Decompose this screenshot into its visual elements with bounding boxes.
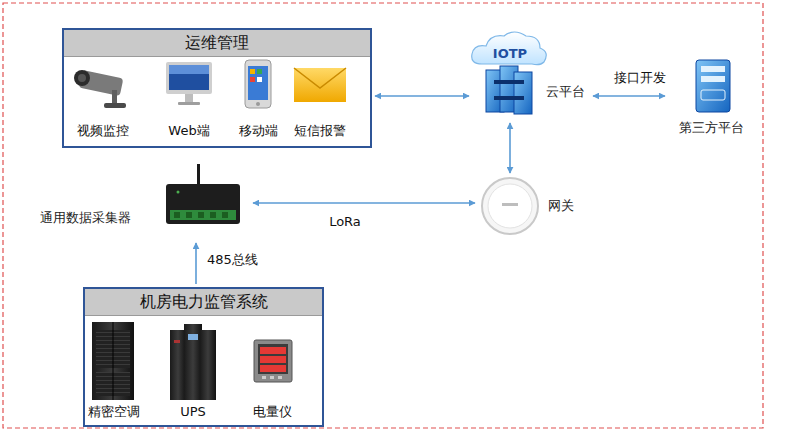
third-party-platform: 第三方平台 (668, 58, 754, 140)
power-meter-icon-part (260, 365, 286, 372)
connector-arrow (375, 95, 469, 97)
group-title: 机房电力监管系统 (85, 289, 322, 316)
icon-caption: UPS (180, 404, 206, 420)
phone-icon-part (250, 69, 255, 74)
gateway: 网关 (478, 176, 578, 234)
phone-icon-part (245, 60, 271, 108)
connector-arrow (593, 95, 665, 97)
ups-icon-part (188, 334, 198, 340)
power-meter-icon-part (260, 356, 286, 363)
phone-icon-part (256, 102, 260, 106)
power-meter-icon-part (278, 376, 282, 379)
ups-icon-part (174, 340, 180, 343)
ups-icon (170, 324, 216, 400)
rack-server-icon (696, 60, 730, 112)
group-box: 机房电力监管系统 (83, 287, 324, 427)
ups-icon-part (170, 330, 186, 400)
cloud-platform: IOTP 云平台 (472, 38, 590, 120)
server-stack-icon-part (494, 96, 524, 100)
rack-server-icon-part (701, 66, 725, 72)
air-conditioner-icon-part (92, 322, 134, 400)
power-meter-icon-part (270, 376, 274, 379)
monitor-icon-part (169, 65, 209, 74)
collector-icon-part (186, 212, 192, 218)
dashed-border (3, 3, 763, 428)
group-box: 运维管理 (62, 28, 372, 148)
power-meter-icon-part (262, 376, 266, 379)
device-label: 通用数据采集器 (40, 210, 131, 226)
phone-icon-part (248, 66, 268, 100)
collector-icon-part (197, 164, 200, 186)
envelope-icon (294, 68, 346, 102)
icon-caption: 移动端 (239, 123, 278, 139)
power-meter-icon-part (258, 344, 288, 374)
rack-server-icon-part (701, 76, 725, 82)
connector-arrow (253, 202, 475, 204)
cloud-label: IOTP (493, 46, 527, 62)
edge-label: LoRa (327, 214, 363, 230)
connector-arrow (195, 243, 197, 284)
platform-label: 第三方平台 (679, 120, 744, 136)
phone-icon-part (257, 77, 262, 82)
phone-icon (245, 60, 271, 108)
icon-caption: 精密空调 (88, 404, 140, 420)
connector-arrow (509, 123, 511, 173)
rack-server-icon-part (701, 90, 725, 100)
collector-icon-part (166, 184, 240, 224)
group-title: 运维管理 (64, 30, 370, 57)
envelope-icon-part (294, 68, 346, 102)
icon-caption: 短信报警 (294, 123, 346, 139)
gateway-icon-part (502, 203, 518, 206)
icon-caption: Web端 (168, 123, 209, 139)
envelope-icon-part (294, 68, 346, 88)
server-stack-icon-part (514, 72, 532, 114)
gateway-icon-part (488, 184, 532, 228)
power-meter-icon (254, 340, 292, 382)
camera-icon-part (74, 70, 90, 86)
gateway-icon-part (482, 178, 538, 234)
air-conditioner-icon-part (113, 322, 114, 400)
monitor-icon-part (169, 65, 209, 90)
camera-icon (74, 70, 126, 108)
power-meter-icon-part (260, 347, 286, 354)
air-conditioner-icon (92, 322, 134, 400)
collector-icon-part (210, 212, 216, 218)
camera-icon-part (112, 90, 117, 104)
collector-icon (166, 164, 240, 224)
camera-icon-part (104, 103, 126, 108)
collector-icon-part (198, 212, 204, 218)
collector-icon-part (174, 212, 180, 218)
collector-icon-part (170, 210, 236, 220)
server-stack-icon (486, 66, 532, 114)
platform-label: 云平台 (546, 84, 585, 100)
ups-icon-part (200, 330, 216, 400)
monitor-icon-part (185, 94, 193, 102)
server-stack-icon-part (494, 80, 524, 84)
cloud-icon (472, 32, 547, 65)
gateway-icon (482, 178, 538, 234)
phone-icon-part (250, 77, 255, 82)
collector-icon-part (222, 212, 228, 218)
edge-label: 485总线 (205, 252, 260, 268)
ups-icon-part (184, 324, 202, 400)
monitor-icon (166, 62, 212, 105)
monitor-icon-part (166, 62, 212, 94)
phone-icon-part (257, 69, 262, 74)
icon-caption: 电量仪 (253, 404, 292, 420)
rack-server-icon-part (696, 60, 730, 112)
camera-icon-part (78, 74, 86, 82)
gateway-label: 网关 (548, 198, 574, 214)
cloud-icon-part (472, 32, 547, 65)
collector-icon-part (177, 191, 180, 194)
icon-caption: 视频监控 (77, 123, 129, 139)
edge-label: 接口开发 (612, 70, 668, 86)
power-meter-icon-part (254, 340, 292, 382)
monitor-icon-part (178, 102, 200, 105)
data-collector: 通用数据采集器 (40, 180, 250, 240)
